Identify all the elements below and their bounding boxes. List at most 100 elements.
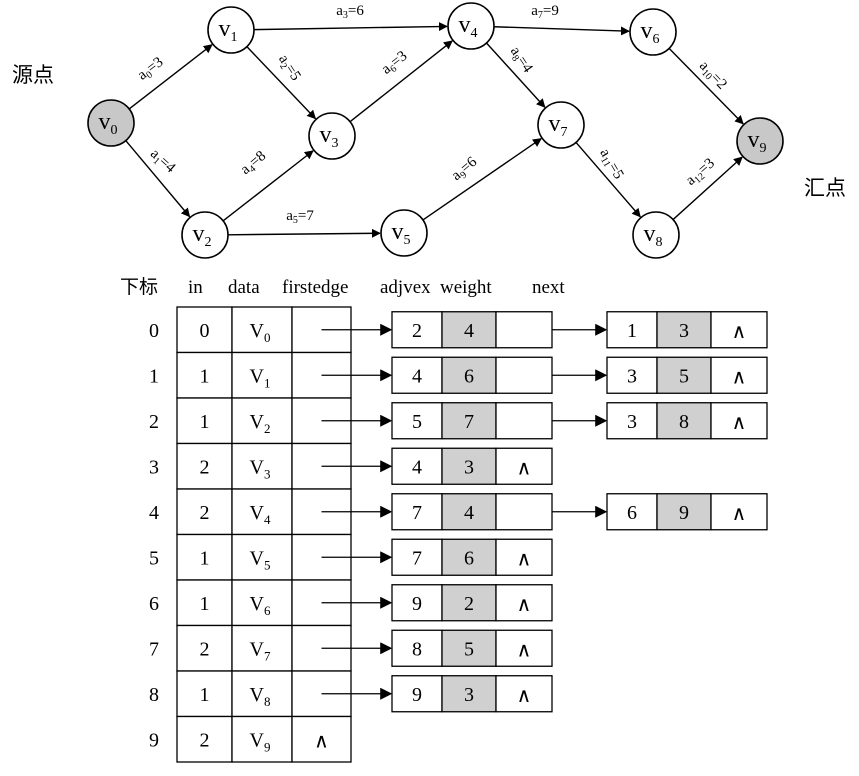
vertex-data: V6 <box>250 593 271 618</box>
node-v4: v4 <box>447 2 495 50</box>
edge-label: a10=2 <box>694 58 729 94</box>
edge-label: a6=3 <box>379 48 412 79</box>
next-cell <box>710 402 768 440</box>
node-label: v6 <box>641 18 660 47</box>
adjvex-cell <box>391 402 443 440</box>
node-label: v1 <box>219 16 238 45</box>
weight-value: 3 <box>464 456 474 478</box>
weight-value: 3 <box>679 320 689 342</box>
adjvex-cell <box>606 493 658 531</box>
next-cell <box>710 493 768 531</box>
next-cell <box>495 356 553 394</box>
header-adjvex: adjvex <box>380 277 431 298</box>
weight-value: 9 <box>679 502 689 524</box>
source-label: 源点 <box>12 63 54 87</box>
adjvex-value: 3 <box>627 411 637 433</box>
edge-v8-v9 <box>672 156 743 221</box>
node-label: v2 <box>193 221 212 250</box>
edge-label: a9=6 <box>449 154 482 186</box>
weight-value: 6 <box>464 365 474 387</box>
adjvex-value: 6 <box>627 502 637 524</box>
weight-cell <box>441 538 497 576</box>
edge-label: a3=6 <box>336 3 364 21</box>
next-cell <box>495 675 553 713</box>
weight-value: 5 <box>679 365 689 387</box>
header-in: in <box>188 277 203 298</box>
header-next: next <box>532 277 565 298</box>
node-label: v7 <box>549 111 568 140</box>
in-degree: 2 <box>200 729 210 751</box>
in-degree: 1 <box>200 365 210 387</box>
data-cell <box>231 442 293 490</box>
node-v9: v9 <box>736 117 784 165</box>
node-circle <box>632 211 680 259</box>
node-v7: v7 <box>537 101 585 149</box>
edge-v5-v7 <box>422 138 542 221</box>
row-index: 5 <box>149 547 159 569</box>
data-cell <box>231 533 293 581</box>
row-index: 6 <box>149 593 159 615</box>
node-circle <box>308 112 356 160</box>
null-symbol: ∧ <box>517 639 532 661</box>
next-cell <box>495 311 553 349</box>
null-symbol: ∧ <box>314 730 329 752</box>
in-cell <box>176 715 233 763</box>
weight-value: 8 <box>679 411 689 433</box>
in-cell <box>176 624 233 672</box>
edge-v3-v4 <box>349 40 453 123</box>
vertex-data: V9 <box>250 729 271 754</box>
row-index: 3 <box>149 456 159 478</box>
node-circle <box>87 99 135 147</box>
in-cell <box>176 533 233 581</box>
node-v6: v6 <box>629 8 677 56</box>
adjvex-value: 9 <box>412 593 422 615</box>
next-cell <box>710 356 768 394</box>
table-header: 下标 in data firstedge adjvex weight next <box>120 276 565 298</box>
edge-v2-v3 <box>222 150 314 222</box>
null-symbol: ∧ <box>732 366 747 388</box>
adjvex-cell <box>391 447 443 485</box>
next-cell <box>495 584 553 622</box>
sink-label: 汇点 <box>804 176 846 200</box>
vertex-data: V3 <box>250 456 271 481</box>
in-degree: 1 <box>200 547 210 569</box>
data-cell <box>231 624 293 672</box>
weight-cell <box>441 356 497 394</box>
header-firstedge: firstedge <box>282 277 348 298</box>
node-label: v4 <box>459 12 478 41</box>
weight-value: 4 <box>464 502 474 524</box>
in-degree: 1 <box>200 593 210 615</box>
adjvex-value: 8 <box>412 638 422 660</box>
adjvex-value: 4 <box>412 365 422 387</box>
row-index: 1 <box>149 365 159 387</box>
vertex-data: V0 <box>250 320 271 345</box>
edge-label: a8=4 <box>505 44 536 77</box>
weight-cell <box>441 675 497 713</box>
weight-cell <box>656 356 712 394</box>
edge-label: a1=4 <box>146 146 179 178</box>
in-cell <box>176 488 233 536</box>
header-weight: weight <box>440 277 492 298</box>
adjvex-cell <box>391 675 443 713</box>
row-index: 0 <box>149 320 159 342</box>
firstedge-cell <box>291 715 352 763</box>
in-degree: 1 <box>200 684 210 706</box>
adjvex-cell <box>391 584 443 622</box>
adjvex-cell <box>391 356 443 394</box>
adjvex-cell <box>391 493 443 531</box>
node-label: v5 <box>392 219 411 248</box>
adjvex-cell <box>606 402 658 440</box>
node-label: v0 <box>99 109 118 138</box>
adjvex-value: 3 <box>627 365 637 387</box>
data-cell <box>231 579 293 627</box>
row-index: 9 <box>149 729 159 751</box>
vertex-data: V8 <box>250 684 271 709</box>
